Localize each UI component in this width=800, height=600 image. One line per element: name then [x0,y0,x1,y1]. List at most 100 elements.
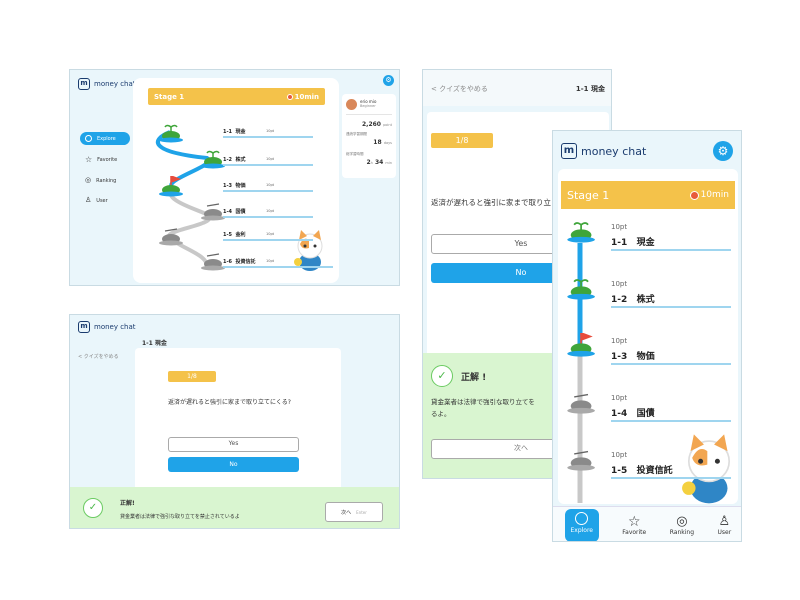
node-id: 1-3 [223,183,233,189]
node-label[interactable]: 1-4 国債 [223,208,246,215]
question-text: 返済が遅れると強引に家まで取り立 [431,198,551,207]
node-underline [223,164,313,166]
node-label[interactable]: 1-3 物価 [223,182,246,189]
logo-text: money chat [581,144,647,158]
node-label[interactable]: 1-1 現金 [611,235,655,248]
node-name: 投資信託 [636,466,673,476]
star-icon: ☆ [85,155,93,164]
island-icon [565,332,597,362]
total-value: 2h 34 min [366,159,392,166]
settings-gear-icon[interactable]: ⚙ [383,75,394,86]
result-title: 正解! [120,500,135,507]
node-label[interactable]: 1-3 物価 [611,349,655,362]
nav-item-label: Explore [570,526,593,534]
node-label[interactable]: 1-2 株式 [223,156,246,163]
quiz-card [135,348,341,498]
stage-title: Stage 1 [154,92,185,101]
nav-item-label: User [717,528,732,536]
compass-icon [85,135,92,142]
stage-node[interactable] [565,390,597,419]
quit-quiz-link[interactable]: < クイズをやめる [431,85,488,93]
node-id: 1-5 [223,232,233,238]
question-progress: 1/8 [168,371,216,382]
node-name: 現金 [235,129,246,135]
profile-sub: Beginner [360,104,376,108]
user-icon: ♙ [718,513,731,529]
nav-item-explore[interactable]: Explore [564,508,599,541]
next-hint: Enter [356,509,367,515]
logo-text: money chat [94,80,136,88]
node-label[interactable]: 1-2 株式 [611,292,655,305]
island-icon [565,450,597,476]
node-underline [611,363,731,365]
node-id: 1-5 [611,466,628,476]
node-points: 10pt [266,157,275,161]
node-points: 10pt [611,280,628,288]
stage-node[interactable] [565,219,597,248]
island-icon [199,250,227,276]
node-name: 国債 [636,409,655,419]
logo-text: money chat [94,323,136,331]
island-icon [157,225,185,251]
sidebar-item-label: User [96,197,108,204]
island-icon [565,222,597,248]
node-label[interactable]: 1-1 現金 [223,128,246,135]
quit-quiz-link[interactable]: < クイズをやめる [78,354,119,360]
medal-icon: ◎ [85,176,92,184]
settings-gear-icon[interactable]: ⚙ [713,141,733,161]
node-name: 金利 [235,232,246,238]
user-icon: ♙ [85,196,92,204]
yes-button[interactable]: Yes [168,437,299,452]
stage-header: Stage 1 10min [148,88,325,105]
result-explanation-line1: 貸金業者は法律で強引な取り立てを [431,398,535,406]
logo-mark: m [78,321,90,333]
avatar [346,99,357,110]
node-label[interactable]: 1-6 投資信託 [223,258,256,265]
lesson-title: 1-1 現金 [575,85,605,93]
phone-stage-screen: m money chat ⚙ Stage 1 10min Explor [552,130,742,542]
node-name: 投資信託 [235,259,256,265]
island-icon [199,200,227,226]
no-button[interactable]: No [168,457,299,472]
node-name: 現金 [636,238,655,248]
sidebar-item-label: Ranking [96,177,117,184]
nav-item-favorite[interactable]: ☆ Favorite [622,515,646,536]
stage-time: 10min [294,92,319,101]
node-id: 1-4 [611,409,628,419]
app-logo: m money chat [561,143,646,159]
stage-node[interactable] [565,447,597,476]
total-label: 総学習時間 [346,152,364,156]
node-label[interactable]: 1-5 金利 [223,231,246,238]
node-id: 1-3 [611,352,628,362]
logo-mark: m [561,143,577,159]
stage-node[interactable] [565,332,597,362]
alarm-icon [286,93,293,100]
stage-timer: 10min [286,92,319,101]
node-label[interactable]: 1-4 国債 [611,406,655,419]
result-title: 正解 ! [461,373,487,383]
stage-header: Stage 1 10min [561,181,735,209]
node-underline [223,136,313,138]
check-icon: ✓ [83,498,103,518]
app-logo: m money chat [78,78,136,90]
nav-item-user[interactable]: ♙ User [717,513,732,536]
node-label[interactable]: 1-5 投資信託 [611,463,673,476]
bottom-nav: Explore ☆ Favorite ◎ Ranking ♙ User [553,506,741,541]
lesson-title: 1-1 現金 [142,340,167,347]
next-button[interactable]: 次へ Enter [325,502,383,522]
sidebar-item-user[interactable]: ♙ User [80,195,130,206]
nav-item-ranking[interactable]: ◎ Ranking [670,514,694,536]
stage-node[interactable] [565,276,597,305]
app-logo: m money chat [78,321,136,333]
sidebar-item-ranking[interactable]: ◎ Ranking [80,175,130,186]
sidebar-item-explore[interactable]: Explore [80,132,130,145]
sidebar-item-favorite[interactable]: ☆ Favorite [80,154,130,166]
island-icon [199,148,227,174]
island-icon [565,279,597,305]
question-text: 返済が遅れると強引に家まで取り立てにくる? [168,399,291,406]
stage-time: 10min [700,190,729,200]
node-points: 10pt [266,259,275,263]
logo-mark: m [78,78,90,90]
node-underline [611,249,731,251]
node-underline [223,266,333,268]
